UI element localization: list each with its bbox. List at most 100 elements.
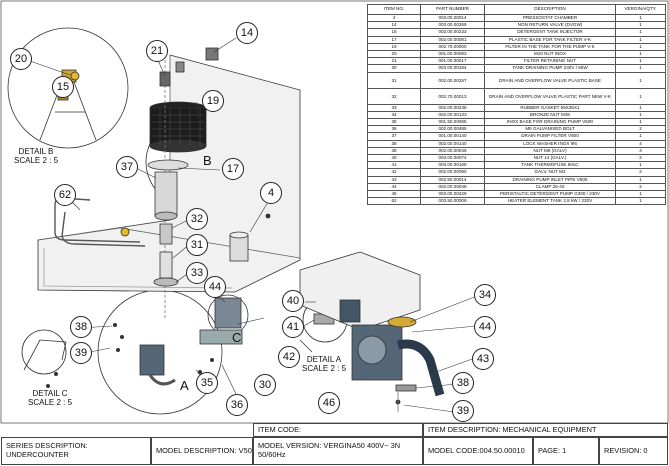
page-cell: PAGE: 1 (533, 437, 599, 465)
pressostat-chamber (229, 234, 249, 262)
bom-qty: 1 (615, 161, 666, 170)
balloon-19: 19 (202, 90, 224, 112)
bom-qty: 2 (615, 168, 666, 177)
bom-part-number: 001.00.00140 (420, 132, 485, 141)
detail-b-label: DETAIL B SCALE 2 : 5 (14, 147, 59, 165)
bom-qty: 1 (615, 110, 666, 120)
bom-item-no: 4 (367, 13, 421, 23)
balloon-4: 4 (260, 182, 282, 204)
bom-header-qty: VERGINA/QTY. (615, 4, 666, 15)
bom-part-number: 003.00.00233 (420, 28, 485, 37)
bom-part-number: 003.00.00269 (420, 21, 485, 30)
balloon-35: 35 (196, 372, 218, 394)
bom-description: DRAINING PUMP INLET PIPE V500 (484, 175, 616, 184)
detail-c-label: DETAIL C SCALE 2 : 5 (28, 389, 73, 407)
bom-qty: 1 (615, 13, 666, 23)
bom-part-number: 003.50.00008 (420, 197, 485, 206)
balloon-62: 62 (54, 184, 76, 206)
bom-item-no: 37 (367, 132, 421, 141)
bom-qty: 4 (615, 146, 666, 156)
bom-item-no: 36 (367, 125, 421, 134)
bom-description: FILTER RETAINING NUT (484, 57, 616, 66)
bom-part-number: 003.00.00184 (420, 64, 485, 73)
balloon-32: 32 (186, 208, 208, 230)
bom-item-no: 32 (367, 87, 421, 105)
drain-pump-filter (154, 171, 178, 217)
bom-description: RUBBER GASKET 55X35X1 (484, 103, 616, 112)
bom-description: DRAIN PUMP FILTER V500 (484, 132, 616, 141)
bom-item-no: 30 (367, 64, 421, 73)
bom-part-number: 002.00.00485 (420, 125, 485, 134)
bom-qty: 1 (615, 28, 666, 37)
series-description-cell: SERIES DESCRIPTION: UNDERCOUNTER (1, 437, 151, 465)
bom-part-number: 002.70.00013 (420, 87, 485, 105)
page-number: PAGE: 1 (538, 445, 567, 455)
bom-description: M6 GALVANISED BOLT (484, 125, 616, 134)
bom-header-item-no: ITEM NO. (367, 4, 421, 15)
balloon-43: 43 (472, 348, 494, 370)
balloon-20: 20 (10, 48, 32, 70)
bom-description: DRAIN AND OVERFLOW VALVE PLASTIC BASE (484, 71, 616, 89)
balloon-39-right: 39 (452, 400, 474, 422)
bom-part-number: 002.00.00133 (420, 110, 485, 120)
bom-item-no: 35 (367, 118, 421, 127)
bom-part-number: 002.00.00257 (420, 71, 485, 89)
bom-part-number: 002.50.00014 (420, 175, 485, 184)
bom-description: FILTER IN THE TANK FOR THE PUMP V-K (484, 42, 616, 52)
bom-part-number: 001.00.00017 (420, 57, 485, 66)
balloon-41: 41 (282, 316, 304, 338)
bom-description: BRONZE NUT M36 (484, 110, 616, 120)
balloon-15: 15 (52, 76, 74, 98)
bom-part-number: 003.00.00168 (420, 161, 485, 170)
bom-qty: 1 (615, 35, 666, 44)
bom-description: M10 NUT INOX (484, 50, 616, 59)
bom-item-no: 33 (367, 103, 421, 112)
bom-qty: 1 (615, 57, 666, 66)
balloon-30: 30 (254, 374, 276, 396)
draining-pump-small (214, 297, 242, 329)
bom-part-number: 002.70.00000 (420, 42, 485, 52)
model-version-cell: MODEL VERSION: VERGINA50 400V~ 3N 50/60H… (253, 437, 423, 465)
bom-part-number: 002.00.00140 (420, 139, 485, 148)
model-code-cell: MODEL CODE:004.50.00010 (423, 437, 533, 465)
balloon-14: 14 (236, 22, 258, 44)
bom-item-no: 15 (367, 28, 421, 37)
bom-item-no: 38 (367, 139, 421, 148)
balloon-40: 40 (282, 290, 304, 312)
bom-item-no: 43 (367, 175, 421, 184)
bom-item-no: 62 (367, 197, 421, 206)
bom-qty: 2 (615, 154, 666, 163)
bom-qty: 1 (615, 42, 666, 52)
bom-qty: 1 (615, 50, 666, 59)
bom-item-no: 14 (367, 21, 421, 30)
bom-qty: 2 (615, 125, 666, 134)
model-description-cell: MODEL DESCRIPTION: V50 (151, 437, 253, 465)
bom-qty: 1 (615, 71, 666, 89)
model-code: MODEL CODE:004.50.00010 (428, 445, 525, 455)
balloon-39-left: 39 (70, 342, 92, 364)
balloon-33: 33 (186, 262, 208, 284)
view-letter-a: A (180, 378, 189, 393)
bom-item-no: 21 (367, 57, 421, 66)
bom-qty: 1 (615, 175, 666, 184)
bom-header-row: ITEM NO. PART NUMBER DESCRIPTION VERGINA… (367, 4, 666, 15)
view-letter-c: C (232, 330, 242, 345)
balloon-46: 46 (318, 392, 340, 414)
balloon-38-right: 38 (452, 372, 474, 394)
balloon-37: 37 (116, 156, 138, 178)
balloon-44-left: 44 (204, 276, 226, 298)
title-block: ITEM CODE: ITEM DESCRIPTION: MECHANICAL … (0, 423, 669, 466)
revision: REVISION: 0 (604, 445, 648, 455)
